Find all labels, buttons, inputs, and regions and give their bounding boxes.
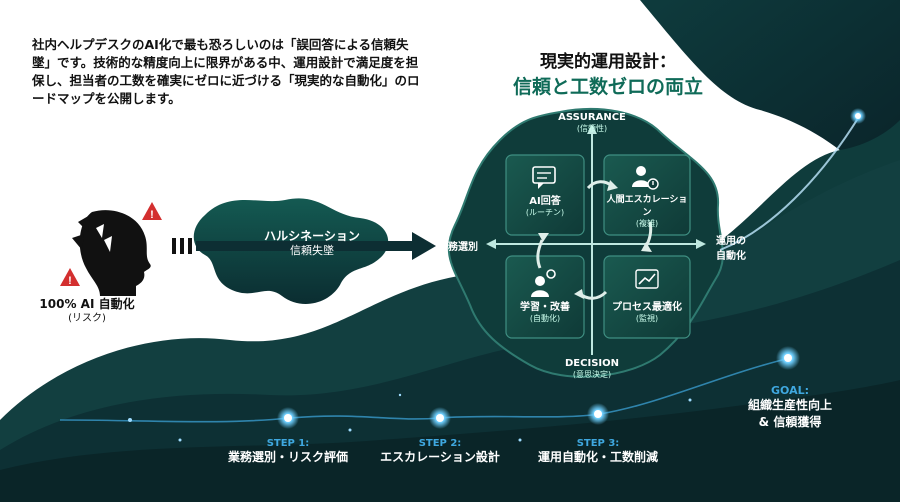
arrow-stripe-2 xyxy=(180,238,184,254)
axis-top-main: ASSURANCE xyxy=(558,112,626,123)
svg-text:!: ! xyxy=(68,275,72,287)
quadrant-box-tr xyxy=(603,154,691,236)
gear-user-icon xyxy=(531,269,556,297)
arrow-stripe-1 xyxy=(172,238,176,254)
arrow-head xyxy=(412,232,436,260)
quadrant-bl-title: 学習・改善 xyxy=(520,302,570,313)
goal-line1: 組織生産性向上 xyxy=(747,398,832,412)
title-line1: 現実的運用設計： xyxy=(540,52,676,72)
step3-node xyxy=(587,403,609,425)
axis-bottom-label: DECISION (意思決定) xyxy=(552,358,632,380)
arrow-stripe-3 xyxy=(188,238,192,254)
axis-right-line1: 運用の xyxy=(716,236,746,247)
horizontal-axis-arrow-right xyxy=(696,239,706,249)
quadrant-bl: 学習・改善 (自動化) xyxy=(506,298,584,324)
step-3-text: 運用自動化・工数削減 xyxy=(537,450,658,464)
vertical-axis-arrow-top xyxy=(587,124,597,134)
quadrant-tl: AI回答 (ルーチン) xyxy=(506,192,584,218)
hallucination-blob xyxy=(193,198,389,304)
warning-icon-2: ! xyxy=(60,268,80,287)
quadrant-tl-title: AI回答 xyxy=(529,196,561,207)
goal-line2: & 信頼獲得 xyxy=(758,415,822,429)
step-2-text: エスカレーション設計 xyxy=(380,450,500,464)
title-line2: 信頼と工数ゼロの両立 xyxy=(512,76,703,98)
axis-bottom-sub: (意思決定) xyxy=(572,370,612,379)
step-2: STEP 2: エスカレーション設計 xyxy=(370,438,510,465)
bottom-wave-front xyxy=(0,380,900,502)
axis-right-line2: 自動化 xyxy=(716,251,746,262)
quadrant-bl-sub: (自動化) xyxy=(529,314,561,323)
quadrant-br-title: プロセス最適化 xyxy=(612,302,682,313)
page-title: 現実的運用設計： 信頼と工数ゼロの両立 xyxy=(488,50,728,100)
chart-trend-icon xyxy=(635,269,659,289)
quadrant-tr: 人間エスカレーション (複雑) xyxy=(604,192,690,229)
horizontal-axis-arrow-left xyxy=(486,239,496,249)
step-2-label: STEP 2: xyxy=(418,438,462,449)
top-right-wave xyxy=(640,0,900,200)
risk-label-sub: (リスク) xyxy=(68,313,106,324)
risk-label: 100% AI 自動化 (リスク) xyxy=(22,296,152,326)
quadrant-tr-sub: (複雑) xyxy=(635,219,659,228)
arrow-shaft xyxy=(196,241,416,251)
step-3-label: STEP 3: xyxy=(576,438,620,449)
chat-icon xyxy=(532,166,556,189)
step-1-text: 業務選別・リスク評価 xyxy=(227,450,348,464)
step2-node xyxy=(429,407,451,429)
hallucination-main: ハルシネーション xyxy=(264,229,360,243)
goal-node xyxy=(776,346,800,370)
goal-rising-line xyxy=(719,114,861,251)
quadrant-br-sub: (監視) xyxy=(635,314,659,323)
broken-head-icon xyxy=(72,210,151,296)
sparkles xyxy=(128,393,692,442)
risk-label-main: 100% AI 自動化 xyxy=(39,297,135,311)
step-3: STEP 3: 運用自動化・工数削減 xyxy=(528,438,668,465)
person-alert-icon xyxy=(632,166,659,190)
axis-right-label: 運用の 自動化 xyxy=(706,232,756,262)
quadrant-tr-title: 人間エスカレーション xyxy=(606,195,688,218)
axis-top-label: ASSURANCE (信頼性) xyxy=(552,112,632,134)
goal-label: GOAL: xyxy=(770,384,809,397)
hallucination-sub: 信頼失墜 xyxy=(290,244,334,257)
svg-text:!: ! xyxy=(150,209,154,221)
quadrant-br: プロセス最適化 (監視) xyxy=(604,298,690,324)
axis-left-label: 業務選別 xyxy=(438,242,478,253)
warning-icon-1: ! xyxy=(142,202,162,221)
hallucination-label: ハルシネーション 信頼失墜 xyxy=(232,228,392,258)
quadrant-box-br xyxy=(603,255,691,339)
step-1-label: STEP 1: xyxy=(266,438,310,449)
cycle-arrow-left xyxy=(536,239,544,269)
step-1: STEP 1: 業務選別・リスク評価 xyxy=(218,438,358,465)
axis-top-sub: (信頼性) xyxy=(576,124,608,133)
step1-node xyxy=(277,407,299,429)
axis-bottom-main: DECISION xyxy=(565,358,619,369)
intro-text: 社内ヘルプデスクのAI化で最も恐ろしいのは「誤回答による信頼失墜」です。技術的な… xyxy=(32,37,420,106)
goal: GOAL: 組織生産性向上 & 信頼獲得 xyxy=(730,384,850,431)
quadrant-tl-sub: (ルーチン) xyxy=(525,208,565,217)
